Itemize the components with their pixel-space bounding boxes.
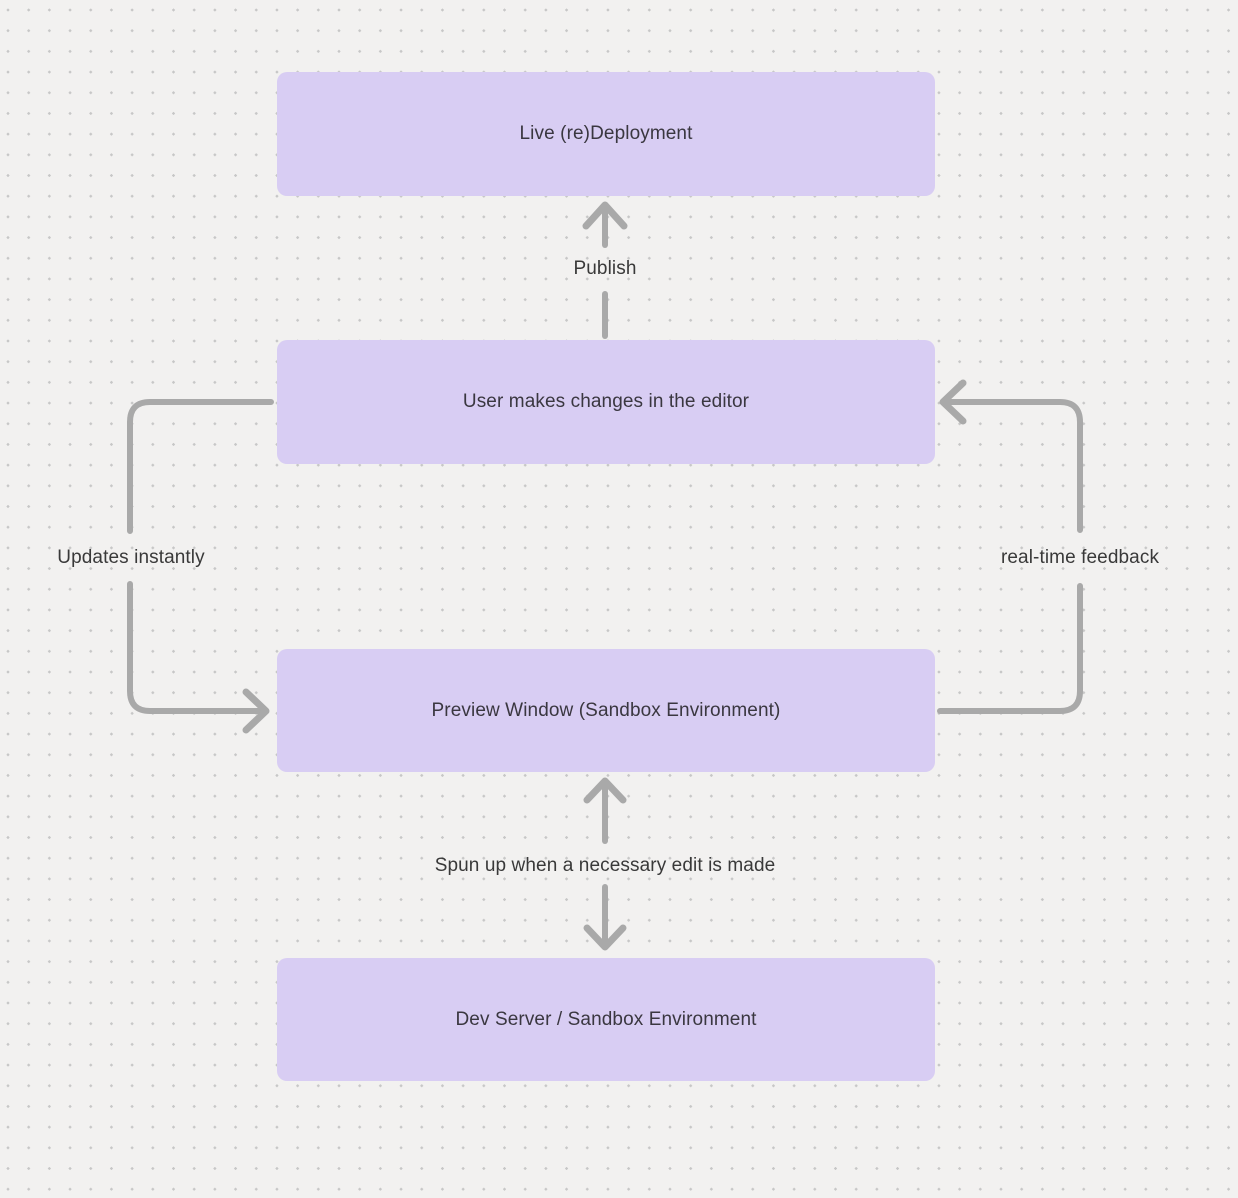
arrowhead-down-icon [583, 924, 627, 951]
edge-label-updates-instantly: Updates instantly [57, 547, 205, 568]
node-live-deployment: Live (re)Deployment [277, 72, 935, 196]
node-preview-window: Preview Window (Sandbox Environment) [277, 649, 935, 772]
arrowhead-left-icon [939, 379, 967, 425]
node-dev-server: Dev Server / Sandbox Environment [277, 958, 935, 1081]
edge-label-spun-up: Spun up when a necessary edit is made [434, 855, 776, 876]
node-editor: User makes changes in the editor [277, 340, 935, 464]
arrowhead-right-icon [242, 688, 270, 734]
arrowhead-up-icon [583, 777, 627, 804]
edge-label-realtime-feedback: real-time feedback [1000, 547, 1160, 568]
arrowhead-up-icon [582, 201, 628, 230]
edge-label-publish: Publish [573, 258, 637, 279]
